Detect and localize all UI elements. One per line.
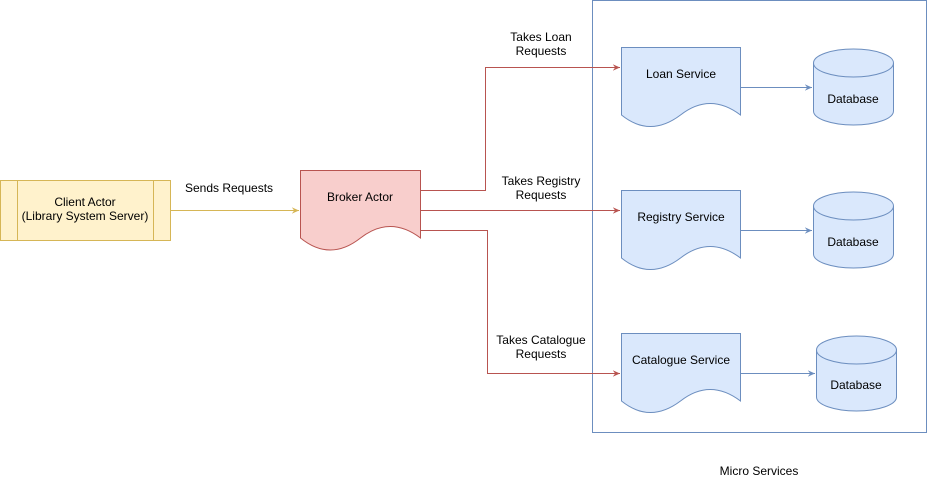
registry-service-node[interactable]: Registry Service (621, 190, 741, 270)
broker-actor-node[interactable]: Broker Actor (300, 170, 421, 251)
edge-sends-requests-label: Sends Requests (185, 181, 273, 195)
registry-database-label: Database (827, 235, 879, 249)
client-actor-subtitle: (Library System Server) (22, 209, 149, 223)
edge-loan-label-line1: Takes Loan (510, 30, 571, 44)
catalogue-service-node[interactable]: Catalogue Service (621, 333, 741, 413)
catalogue-database-label: Database (830, 378, 882, 392)
edge-broker-to-loan[interactable] (420, 64, 621, 191)
loan-service-label: Loan Service (646, 67, 716, 81)
registry-database-node[interactable]: Database (813, 191, 894, 269)
registry-service-label: Registry Service (637, 210, 725, 224)
edge-catalogue-label-line1: Takes Catalogue (496, 333, 586, 347)
edge-registry-label-line1: Takes Registry (502, 174, 581, 188)
client-actor-node[interactable]: Client Actor (Library System Server) (0, 180, 171, 241)
loan-database-label: Database (827, 92, 879, 106)
broker-actor-label: Broker Actor (327, 190, 393, 204)
catalogue-database-node[interactable]: Database (816, 335, 897, 412)
edge-broker-to-catalogue[interactable] (420, 230, 621, 377)
micro-services-label: Micro Services (720, 464, 799, 478)
loan-service-node[interactable]: Loan Service (621, 47, 741, 127)
edge-registry-label-line2: Requests (516, 188, 567, 202)
catalogue-service-label: Catalogue Service (632, 353, 730, 367)
client-actor-title: Client Actor (54, 195, 115, 209)
edge-loan-label-line2: Requests (516, 44, 567, 58)
loan-database-node[interactable]: Database (813, 48, 894, 126)
edge-catalogue-label-line2: Requests (516, 347, 567, 361)
